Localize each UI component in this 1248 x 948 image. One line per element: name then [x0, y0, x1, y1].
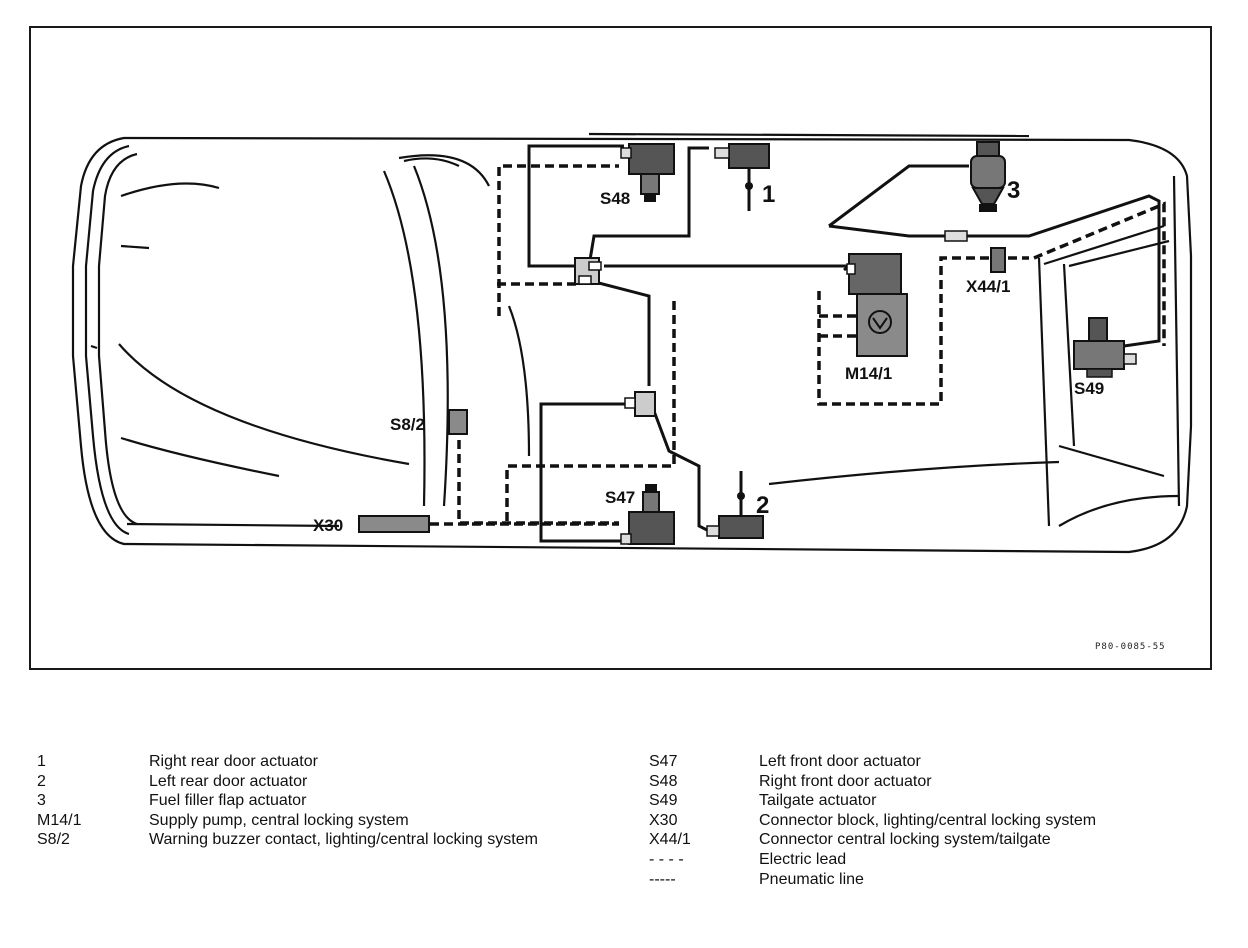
- legend-row: S49 Tailgate actuator: [649, 791, 1096, 811]
- label-s47: S47: [605, 488, 635, 507]
- actuator-1: [714, 143, 770, 211]
- s49-tailgate-actuator: [1073, 317, 1137, 378]
- s48-actuator: [620, 143, 675, 202]
- electric-leads: [430, 164, 1166, 526]
- label-2: 2: [756, 492, 769, 519]
- legend-row: S48 Right front door actuator: [649, 772, 1096, 792]
- actuator-2: [706, 471, 764, 539]
- legend-row: S8/2 Warning buzzer contact, lighting/cen…: [37, 830, 569, 850]
- legend-row: 3 Fuel filler flap actuator: [37, 791, 569, 811]
- distributor-fitting: [574, 257, 602, 285]
- legend-code: - - - -: [649, 850, 684, 868]
- legend-code: 2: [37, 772, 46, 790]
- s47-actuator: [620, 484, 675, 545]
- legend-code: 3: [37, 792, 46, 810]
- central-locking-diagram: S48 1 3 X44/1 M14/1 S49 S8/2 S47 2 X30 P…: [71, 132, 1193, 652]
- x30-connector-block: [358, 515, 430, 533]
- legend-code: 1: [37, 753, 46, 770]
- legend-row: S47 Left front door actuator: [649, 752, 1096, 772]
- legend-row: X30 Connector block, lighting/central loc…: [649, 811, 1096, 831]
- t-fitting: [624, 391, 656, 417]
- pneumatic-coupling: [944, 230, 968, 242]
- legend-code: S8/2: [37, 831, 70, 849]
- legend-row: 1 Right rear door actuator: [37, 752, 569, 772]
- pneumatic-lines: [527, 144, 1161, 543]
- actuator-3: [970, 141, 1006, 212]
- label-s49: S49: [1074, 379, 1104, 398]
- legend-description: Supply pump, central locking system: [149, 811, 409, 829]
- label-m14-1: M14/1: [845, 364, 892, 383]
- legend-row: - - - - Electric lead: [649, 850, 1096, 870]
- legend-code: M14/1: [37, 811, 82, 829]
- legend-description: Fuel filler flap actuator: [149, 792, 307, 810]
- legend-description: Connector central locking system/tailgat…: [759, 831, 1051, 849]
- legend-description: Connector block, lighting/central lockin…: [759, 811, 1097, 829]
- legend-description: Tailgate actuator: [759, 792, 877, 810]
- s8-2-warning-buzzer-contact: [448, 409, 468, 435]
- legend-code: S47: [649, 753, 678, 770]
- label-s8-2: S8/2: [390, 415, 425, 434]
- legend-description: Pneumatic line: [759, 870, 864, 888]
- legend-description: Right rear door actuator: [149, 753, 318, 770]
- legend-row: ----- Pneumatic line: [649, 870, 1096, 890]
- legend-description: Left rear door actuator: [149, 772, 308, 790]
- m14-1-supply-pump: [846, 253, 908, 357]
- legend-code: S48: [649, 772, 678, 790]
- legend-left-column: 1 Right rear door actuator 2 Left rear door…: [37, 752, 569, 850]
- label-x30: X30: [313, 516, 343, 535]
- legend-row: 2 Left rear door actuator: [37, 772, 569, 792]
- x44-1-connector: [990, 247, 1006, 273]
- legend-row: M14/1 Supply pump, central locking system: [37, 811, 569, 831]
- legend-row: X44/1 Connector central locking system/ta…: [649, 830, 1096, 850]
- legend-code: S49: [649, 792, 678, 810]
- figure-reference-code: P80-0085-55: [1095, 642, 1166, 652]
- legend-description: Electric lead: [759, 850, 847, 868]
- legend-description: Right front door actuator: [759, 772, 932, 790]
- legend-description: Warning buzzer contact, lighting/central…: [149, 831, 538, 849]
- label-3: 3: [1007, 177, 1020, 204]
- label-s48: S48: [600, 189, 630, 208]
- legend-code: X44/1: [649, 831, 691, 849]
- car-body-outline: [71, 132, 1193, 554]
- label-1: 1: [762, 181, 775, 208]
- legend-description: Left front door actuator: [759, 753, 921, 770]
- legend-code: X30: [649, 811, 678, 829]
- legend-code: -----: [649, 870, 676, 888]
- label-x44-1: X44/1: [966, 277, 1010, 296]
